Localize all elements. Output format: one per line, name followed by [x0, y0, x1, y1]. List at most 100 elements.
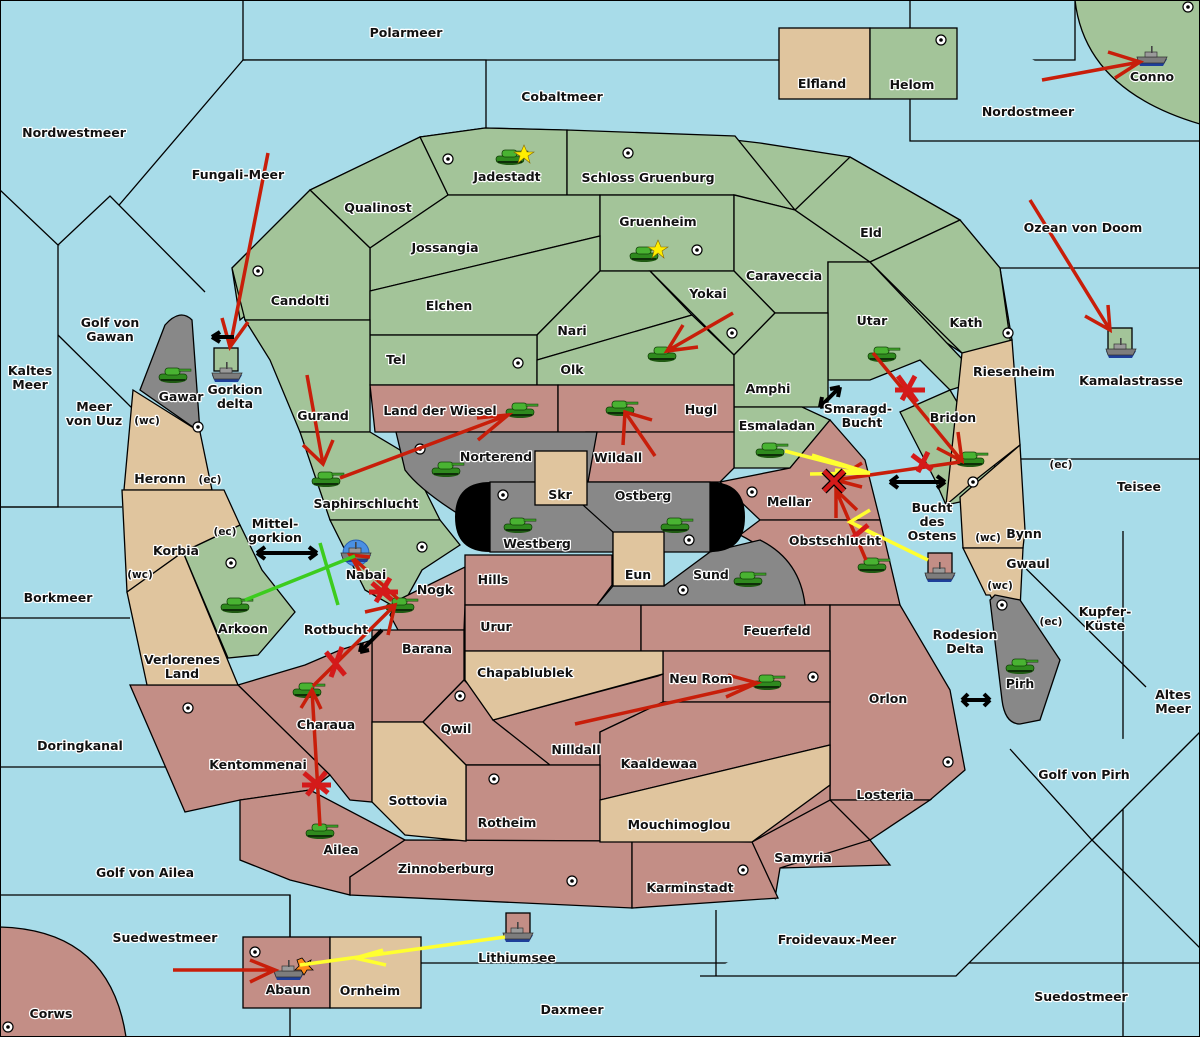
label-losteria: Losteria: [856, 787, 913, 802]
province-chapablublek[interactable]: [464, 650, 664, 721]
sea-border-kupfer: [999, 542, 1147, 688]
star-icon: [513, 144, 535, 164]
label-rodesion-delta-2: Delta: [946, 641, 984, 656]
province-elfland[interactable]: [778, 27, 871, 100]
label-borkmeer: Borkmeer: [24, 590, 94, 605]
province-korbia[interactable]: [121, 489, 241, 594]
label-feuerfeld: Feuerfeld: [743, 623, 810, 638]
coast-label-gwaul-wc: (wc): [987, 580, 1013, 592]
failed-order-marker: [302, 770, 331, 797]
move-arrow: [339, 412, 514, 480]
failed-order-marker: [910, 450, 934, 474]
label-mouchimoglou: Mouchimoglou: [628, 817, 731, 832]
supply-center-icon: [942, 756, 954, 768]
label-bucht-des-ostens-3: Ostens: [908, 528, 957, 543]
label-gwaul: Gwaul: [1006, 556, 1049, 571]
label-bucht-des-ostens: Bucht: [912, 500, 953, 515]
label-norterend: Norterend: [460, 449, 532, 464]
label-pirh: Pirh: [1006, 676, 1035, 691]
province-sottovia[interactable]: [371, 721, 467, 842]
label-kamalastrasse: Kamalastrasse: [1079, 373, 1183, 388]
label-smaragd-bucht-2: Bucht: [842, 415, 883, 430]
coast-label-bynn-ec: (ec): [1050, 459, 1073, 471]
label-caraveccia: Caraveccia: [746, 268, 822, 283]
label-bridon: Bridon: [930, 410, 976, 425]
province-mouchimoglou[interactable]: [599, 744, 831, 843]
label-fungali-meer: Fungali-Meer: [192, 167, 285, 182]
label-hills: Hills: [478, 572, 509, 587]
province-tel[interactable]: [369, 334, 538, 386]
move-arrow: [311, 602, 398, 688]
label-verlorenes-land-2: Land: [165, 666, 199, 681]
adjacency-arrow: [358, 628, 384, 654]
label-ailea: Ailea: [323, 842, 358, 857]
failed-order-marker: [324, 646, 347, 678]
move-arrow: [299, 686, 323, 827]
label-charaua: Charaua: [297, 717, 355, 732]
label-wildall: Wildall: [594, 450, 642, 465]
supply-center-icon: [726, 327, 738, 339]
label-orlon: Orlon: [869, 691, 908, 706]
supply-center-icon: [225, 557, 237, 569]
supply-center-icon: [454, 690, 466, 702]
label-daxmeer: Daxmeer: [540, 1002, 604, 1017]
label-karminstadt: Karminstadt: [646, 880, 733, 895]
province-utar[interactable]: [827, 261, 984, 391]
province-sund[interactable]: [595, 539, 806, 606]
province-verlorenes-land[interactable]: [126, 550, 239, 686]
label-nordwestmeer: Nordwestmeer: [22, 125, 127, 140]
label-nabai: Nabai: [346, 567, 387, 582]
label-suedostmeer: Suedostmeer: [1034, 989, 1128, 1004]
label-ostberg: Ostberg: [615, 488, 672, 503]
label-rodesion-delta: Rodesion: [933, 627, 998, 642]
supply-center-icon: [416, 541, 428, 553]
label-heronn: Heronn: [134, 471, 186, 486]
label-obstschlucht: Obstschlucht: [789, 533, 881, 548]
label-candolti: Candolti: [271, 293, 330, 308]
province-rotheim[interactable]: [465, 764, 601, 842]
failed-order-marker: [848, 523, 870, 542]
move-arrow: [1028, 199, 1113, 334]
label-golf-von-ailea: Golf von Ailea: [96, 865, 194, 880]
label-meer-von-uuz-2: von Uuz: [66, 413, 122, 428]
label-qualinost: Qualinost: [344, 200, 411, 215]
province-karminstadt[interactable]: [631, 840, 779, 909]
move-arrow: [220, 152, 270, 351]
label-olk: Olk: [560, 362, 584, 377]
supply-center-icon: [746, 486, 758, 498]
label-froidevaux-meer: Froidevaux-Meer: [778, 932, 897, 947]
sea-border-pirh: [1009, 731, 1200, 949]
convoy-line: [244, 542, 356, 606]
label-sund: Sund: [693, 567, 729, 582]
label-altes-meer: Altes: [1155, 687, 1191, 702]
label-nordostmeer: Nordostmeer: [982, 104, 1075, 119]
move-arrow: [871, 351, 965, 465]
province-bynn[interactable]: [959, 443, 1026, 549]
supply-center-icon: [677, 584, 689, 596]
label-kaltes-meer: Kaltes: [8, 363, 52, 378]
province-kath[interactable]: [868, 219, 1013, 354]
coast-label-gawar-wc: (wc): [134, 415, 160, 427]
province-corws[interactable]: [0, 926, 127, 1037]
supply-center-icon: [935, 34, 947, 46]
coast-label-korbia-ec: (ec): [214, 526, 237, 538]
label-nogk: Nogk: [417, 582, 454, 597]
label-cobaltmeer: Cobaltmeer: [521, 89, 603, 104]
province-candolti[interactable]: [231, 189, 371, 321]
supply-center-icon: [488, 773, 500, 785]
label-ornheim: Ornheim: [340, 983, 400, 998]
label-mellar: Mellar: [767, 494, 812, 509]
province-gruenheim[interactable]: [599, 194, 735, 272]
province-feuerfeld[interactable]: [640, 604, 831, 652]
province-charaua[interactable]: [236, 639, 373, 803]
move-arrow: [301, 374, 335, 468]
province-hills[interactable]: [464, 554, 613, 606]
supply-center-icon: [192, 421, 204, 433]
label-gorkion-delta: Gorkion: [207, 382, 262, 397]
move-arrow: [574, 673, 763, 726]
province-skr-top: [534, 450, 588, 506]
label-nari: Nari: [557, 323, 586, 338]
labels: Polarmeer Cobaltmeer Nordwestmeer Fungal…: [7, 24, 1193, 1022]
supply-center-icon: [182, 702, 194, 714]
move-arrow: [173, 958, 280, 984]
